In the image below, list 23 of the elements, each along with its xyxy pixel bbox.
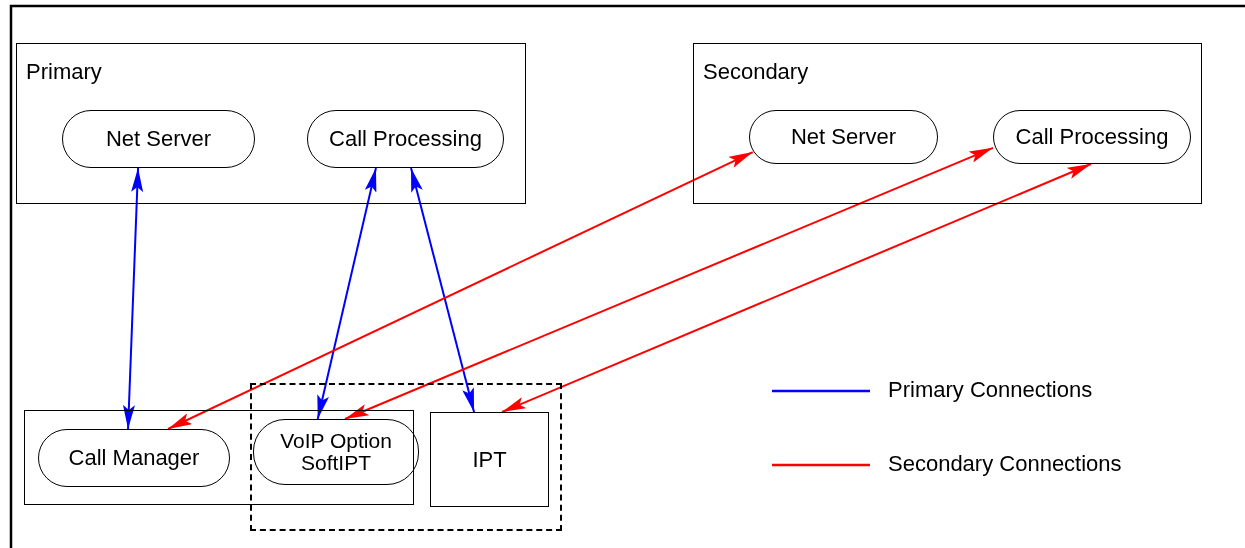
legend-label: Secondary Connections xyxy=(888,451,1122,477)
group-box xyxy=(693,43,1202,204)
node-label: IPT xyxy=(472,447,507,472)
connector-arrow xyxy=(410,167,476,413)
group-title: Secondary xyxy=(703,60,809,84)
node-label: Call Processing xyxy=(1015,125,1169,149)
group-title: Primary xyxy=(26,60,102,84)
connector-arrow xyxy=(316,167,377,420)
connector-arrow xyxy=(122,167,144,430)
container-box xyxy=(24,410,414,505)
dashed-group-box xyxy=(250,383,562,531)
node-label: Call Manager xyxy=(68,446,200,470)
node-label: Call Processing xyxy=(329,127,482,151)
group-box xyxy=(16,43,526,204)
process-pill xyxy=(253,419,419,485)
legend-label: Primary Connections xyxy=(888,377,1093,403)
node-label: Net Server xyxy=(105,127,212,151)
connector-arrow xyxy=(501,163,1092,413)
process-box xyxy=(430,412,549,507)
connector-arrow xyxy=(167,151,754,430)
connector-arrow xyxy=(343,146,994,420)
node-label: Net Server xyxy=(790,125,897,149)
node-label: VoIP Option SoftIPT xyxy=(279,430,393,474)
